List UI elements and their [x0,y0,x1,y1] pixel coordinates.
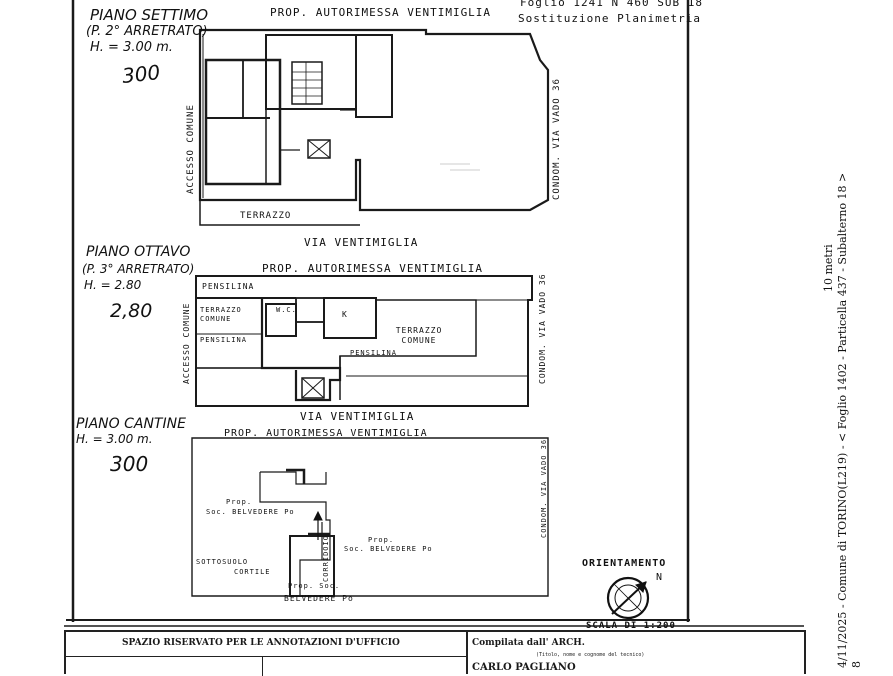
street-label: VIA VENTIMIGLIA [304,236,419,249]
prop-bottom-line2: BELVEDERE Po [284,594,354,603]
right-neighbor-label: CONDOM. VIA VADO 36 [552,78,562,200]
right-neighbor-label: CONDOM. VIA VADO 36 [538,273,547,384]
terrazzo-comune-right-label: TERRAZZO COMUNE [395,326,443,345]
right-neighbor-label: CONDOM. VIA VADO 36 [540,438,548,538]
street-label: VIA VENTIMIGLIA [300,410,415,423]
floor-height-handwritten: 2,80 [110,300,153,322]
floor-height-handwritten: 300 [110,452,149,476]
compass-icon [606,576,650,620]
scale-label: SCALA DI 1:200 [586,621,676,631]
office-annotation-box: SPAZIO RISERVATO PER LE ANNOTAZIONI D'UF… [64,630,806,676]
prop-left-line2: Soc. BELVEDERE Po [206,508,295,516]
pensilina-bottom-label: PENSILINA [350,349,397,357]
office-label: SPAZIO RISERVATO PER LE ANNOTAZIONI D'UF… [122,638,400,648]
top-neighbor-label: PROP. AUTORIMESSA VENTIMIGLIA [224,428,428,439]
terrace-label: TERRAZZO [240,211,292,221]
floor-subtitle: (P. 2° ARRETRATO) [86,24,208,39]
orientation-title: ORIENTAMENTO [582,558,667,569]
floor-subtitle: (P. 3° ARRETRATO) [82,262,195,276]
top-neighbor-label: PROP. AUTORIMESSA VENTIMIGLIA [262,262,484,275]
cortile-label: CORTILE [234,568,271,576]
wc-label: W.C. [276,306,297,314]
prop-right-line2: Soc. BELVEDERE Po [344,545,433,553]
top-neighbor-label: PROP. AUTORIMESSA VENTIMIGLIA [270,6,492,19]
foglio-label: Foglio 1241 N 460 SUB 18 [520,0,703,9]
floor-height: H. = 3.00 m. [76,432,153,446]
floor-height: H. = 2.80 [84,278,142,292]
floor-title: PIANO OTTAVO [86,244,191,260]
compilata-note: (Titolo, nome e cognome del tecnico) [536,652,645,658]
pensilina-label: PENSILINA [202,282,255,291]
corridoio-label: CORRIDOIO [322,535,330,582]
sostituzione-label: Sostituzione Planimetria [518,12,701,25]
north-label: N [656,572,664,583]
technician-name: CARLO PAGLIANO [472,662,576,673]
side-page-number: 8 [850,661,863,668]
side-scale-note: 10 metri [822,244,835,292]
floor-title: PIANO SETTIMO [90,6,209,24]
floor-title: PIANO CANTINE [76,416,186,432]
left-access-label: ACCESSO COMUNE [186,104,196,194]
terrazzo-comune-left-label: TERRAZZO COMUNE [200,306,242,323]
prop-left-line1: Prop. [226,498,253,506]
kitchen-label: K [342,310,348,319]
pensilina-left-label: PENSILINA [200,336,247,344]
left-access-label: ACCESSO COMUNE [182,302,191,384]
floor-height-handwritten: 300 [120,60,162,88]
prop-bottom-line1: Prop. Soc. [288,582,341,590]
side-registration-note: 4/11/2025 - Comune di TORINO(L219) - < F… [836,172,849,668]
sottosuolo-label: SOTTOSUOLO [196,558,249,566]
floor-height: H. = 3.00 m. [90,40,173,55]
prop-right-line1: Prop. [368,536,395,544]
compilata-label: Compilata dall' ARCH. [472,638,585,648]
